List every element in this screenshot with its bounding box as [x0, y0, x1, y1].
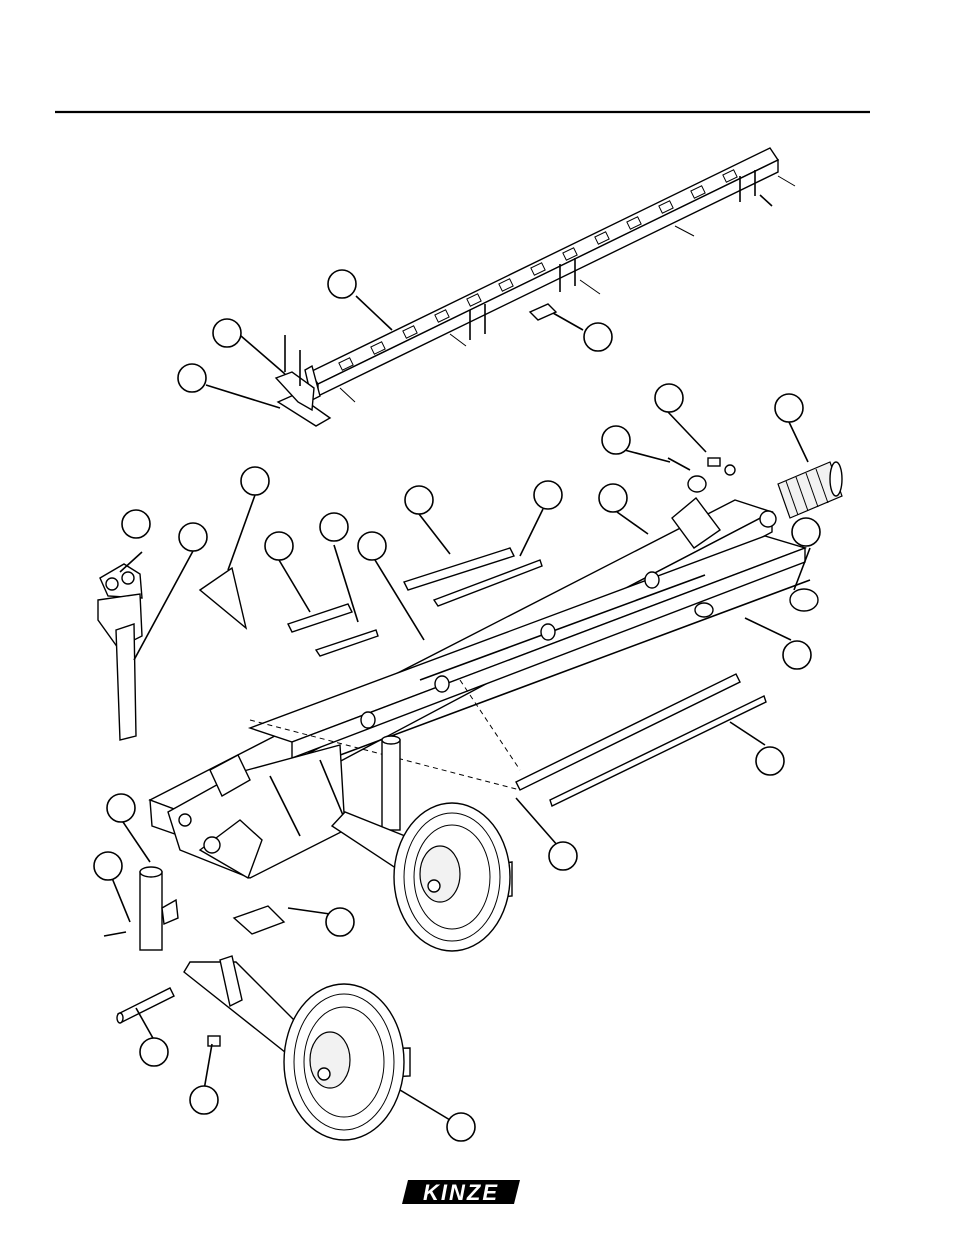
- callout-wheel: [447, 1113, 475, 1141]
- callout-small-plate: [584, 323, 612, 351]
- callout-arm: [783, 641, 811, 669]
- callout-strap-c: [405, 486, 433, 514]
- callout-bar-upper: [328, 270, 356, 298]
- callout-rear-frame: [599, 484, 627, 512]
- callout-lock-pin: [190, 1086, 218, 1114]
- tongue-tube: [98, 594, 142, 740]
- callout-triangle-plate: [241, 467, 269, 495]
- callout-arm-pivot: [792, 518, 820, 546]
- hose-sleeve: [778, 462, 842, 518]
- triangle-plate: [200, 568, 246, 628]
- callout-strap-b: [320, 513, 348, 541]
- upper-wheel: [394, 803, 510, 951]
- reflector-bracket: [100, 564, 142, 598]
- callout-reflector-bracket: [122, 510, 150, 538]
- callout-spindle: [107, 794, 135, 822]
- callout-link-1: [213, 319, 241, 347]
- callout-strap-d: [534, 481, 562, 509]
- callout-link-2: [178, 364, 206, 392]
- callout-spindle-pin: [94, 852, 122, 880]
- axle-pin: [117, 988, 174, 1023]
- callout-tongue-tube: [179, 523, 207, 551]
- callout-bushing: [602, 426, 630, 454]
- kinze-logo-text: KINZE: [423, 1180, 499, 1205]
- lower-wheel: [284, 984, 404, 1140]
- kinze-logo: KINZE: [402, 1180, 520, 1205]
- shield-plate: [234, 906, 284, 934]
- callout-main-frame: [358, 532, 386, 560]
- callout-bolt-kit: [655, 384, 683, 412]
- callout-axle-pin: [140, 1038, 168, 1066]
- callout-shield: [326, 908, 354, 936]
- lock-pin: [208, 1036, 220, 1046]
- long-straps: [516, 674, 766, 806]
- upper-toolbar-bar: [305, 148, 795, 402]
- callout-strap-a: [265, 532, 293, 560]
- callout-long-strap-2: [549, 842, 577, 870]
- callout-bubbles: [94, 270, 820, 1141]
- callout-long-strap-1: [756, 747, 784, 775]
- callout-hose-sleeve: [775, 394, 803, 422]
- bolt-kit-and-bushing: [668, 458, 735, 492]
